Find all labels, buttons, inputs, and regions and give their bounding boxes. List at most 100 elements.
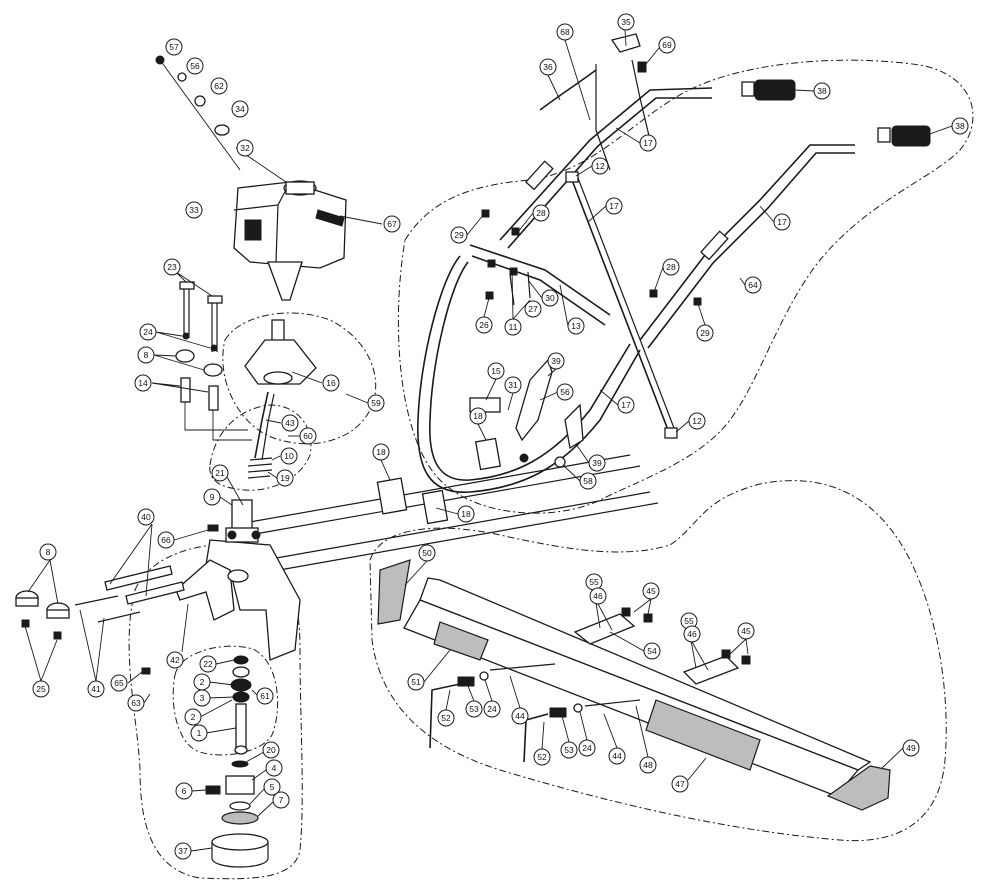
callout-circle: [157, 531, 175, 549]
callout-18: 18: [469, 407, 487, 425]
callout-circle: [511, 707, 529, 725]
callout-51: 51: [407, 673, 425, 691]
callout-number: 22: [203, 659, 213, 669]
callout-number: 46: [687, 629, 697, 639]
callout-circle: [175, 782, 193, 800]
callout-circle: [465, 700, 483, 718]
callout-circle: [193, 689, 211, 707]
callout-number: 44: [515, 711, 525, 721]
callout-36: 36: [539, 58, 557, 76]
callout-number: 66: [161, 535, 171, 545]
callout-number: 24: [582, 743, 592, 753]
callout-circle: [407, 673, 425, 691]
callout-2: 2: [193, 673, 211, 691]
callout-47: 47: [671, 775, 689, 793]
callout-number: 17: [643, 138, 653, 148]
callout-8: 8: [39, 543, 57, 561]
callout-46: 46: [683, 625, 701, 643]
callout-circle: [127, 694, 145, 712]
callout-number: 4: [272, 763, 277, 773]
callout-number: 2: [191, 712, 196, 722]
callout-circle: [605, 197, 623, 215]
callout-54: 54: [643, 642, 661, 660]
callout-circle: [556, 383, 574, 401]
callout-number: 57: [169, 42, 179, 52]
callout-11: 11: [504, 318, 522, 336]
callout-number: 26: [479, 320, 489, 330]
callout-38: 38: [813, 82, 831, 100]
callout-number: 43: [285, 418, 295, 428]
callout-17: 17: [605, 197, 623, 215]
callout-circle: [372, 443, 390, 461]
callout-circle: [773, 213, 791, 231]
callout-number: 52: [537, 752, 547, 762]
callout-circle: [137, 346, 155, 364]
callout-circle: [617, 13, 635, 31]
callout-number: 39: [551, 356, 561, 366]
callout-circle: [185, 201, 203, 219]
callout-68: 68: [556, 23, 574, 41]
callout-number: 23: [167, 262, 177, 272]
callout-circle: [87, 680, 105, 698]
callout-circle: [567, 317, 585, 335]
callout-57: 57: [165, 38, 183, 56]
callout-circle: [211, 464, 229, 482]
callout-circle: [483, 700, 501, 718]
callout-circle: [299, 427, 317, 445]
callout-24: 24: [578, 739, 596, 757]
callout-circle: [639, 134, 657, 152]
callout-number: 7: [279, 795, 284, 805]
outline-drive-coupling: [172, 645, 279, 756]
callout-circle: [383, 215, 401, 233]
callout-circle: [418, 544, 436, 562]
callout-50: 50: [418, 544, 436, 562]
callout-28: 28: [532, 204, 550, 222]
callout-circle: [280, 447, 298, 465]
callout-62: 62: [210, 77, 228, 95]
callout-number: 2: [200, 677, 205, 687]
callout-number: 42: [170, 655, 180, 665]
callout-32: 32: [236, 139, 254, 157]
callout-circle: [469, 407, 487, 425]
callout-20: 20: [262, 741, 280, 759]
callout-number: 55: [684, 616, 694, 626]
callout-number: 45: [646, 586, 656, 596]
callout-number: 49: [906, 743, 916, 753]
callout-43: 43: [281, 414, 299, 432]
callout-number: 6: [182, 786, 187, 796]
callout-circle: [578, 739, 596, 757]
callout-6: 6: [175, 782, 193, 800]
callout-circle: [902, 739, 920, 757]
callout-29: 29: [696, 324, 714, 342]
callout-number: 69: [662, 40, 672, 50]
callout-number: 67: [387, 219, 397, 229]
callout-17: 17: [639, 134, 657, 152]
callout-number: 47: [675, 779, 685, 789]
callout-number: 8: [144, 350, 149, 360]
callout-number: 19: [280, 473, 290, 483]
callout-number: 10: [284, 451, 294, 461]
callout-number: 45: [741, 626, 751, 636]
callout-22: 22: [199, 655, 217, 673]
callout-number: 21: [215, 468, 225, 478]
callout-number: 29: [700, 328, 710, 338]
callout-number: 25: [36, 684, 46, 694]
callout-number: 28: [666, 262, 676, 272]
callout-circle: [39, 543, 57, 561]
callout-41: 41: [87, 680, 105, 698]
callout-circle: [642, 582, 660, 600]
callout-circle: [32, 680, 50, 698]
callout-37: 37: [174, 842, 192, 860]
callout-circle: [322, 374, 340, 392]
callout-circle: [579, 472, 597, 490]
callout-39: 39: [547, 352, 565, 370]
callout-number: 40: [141, 512, 151, 522]
outline-handle-assembly: [397, 59, 974, 514]
frame-rails: [249, 454, 659, 573]
callout-number: 3: [200, 693, 205, 703]
callout-circle: [262, 741, 280, 759]
callout-circle: [560, 741, 578, 759]
callout-circle: [263, 778, 281, 796]
callout-circle: [744, 276, 762, 294]
pulley-shaft-assembly: [155, 55, 347, 479]
